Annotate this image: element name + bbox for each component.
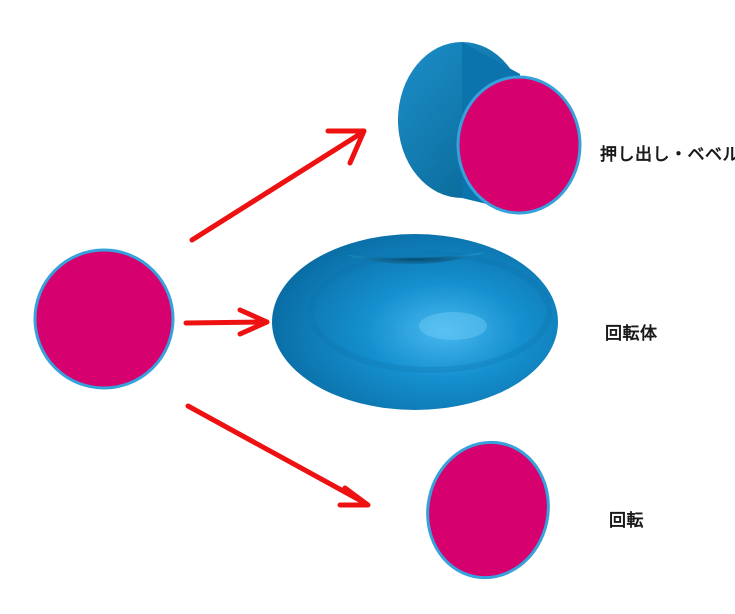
rotated-ellipse <box>426 440 550 580</box>
arrow-to-revolved-body <box>183 307 270 337</box>
revolved-torus <box>272 234 558 410</box>
label-extrude-bevel: 押し出し・ベベル <box>600 145 735 165</box>
arrow-to-rotation <box>185 403 371 508</box>
cylinder-front-face <box>456 75 582 215</box>
source-circle <box>33 248 175 390</box>
extruded-cylinder <box>398 42 582 215</box>
label-rotation: 回転 <box>609 511 644 531</box>
label-revolved-body: 回転体 <box>605 324 658 344</box>
arrow-to-extrude <box>189 128 367 243</box>
